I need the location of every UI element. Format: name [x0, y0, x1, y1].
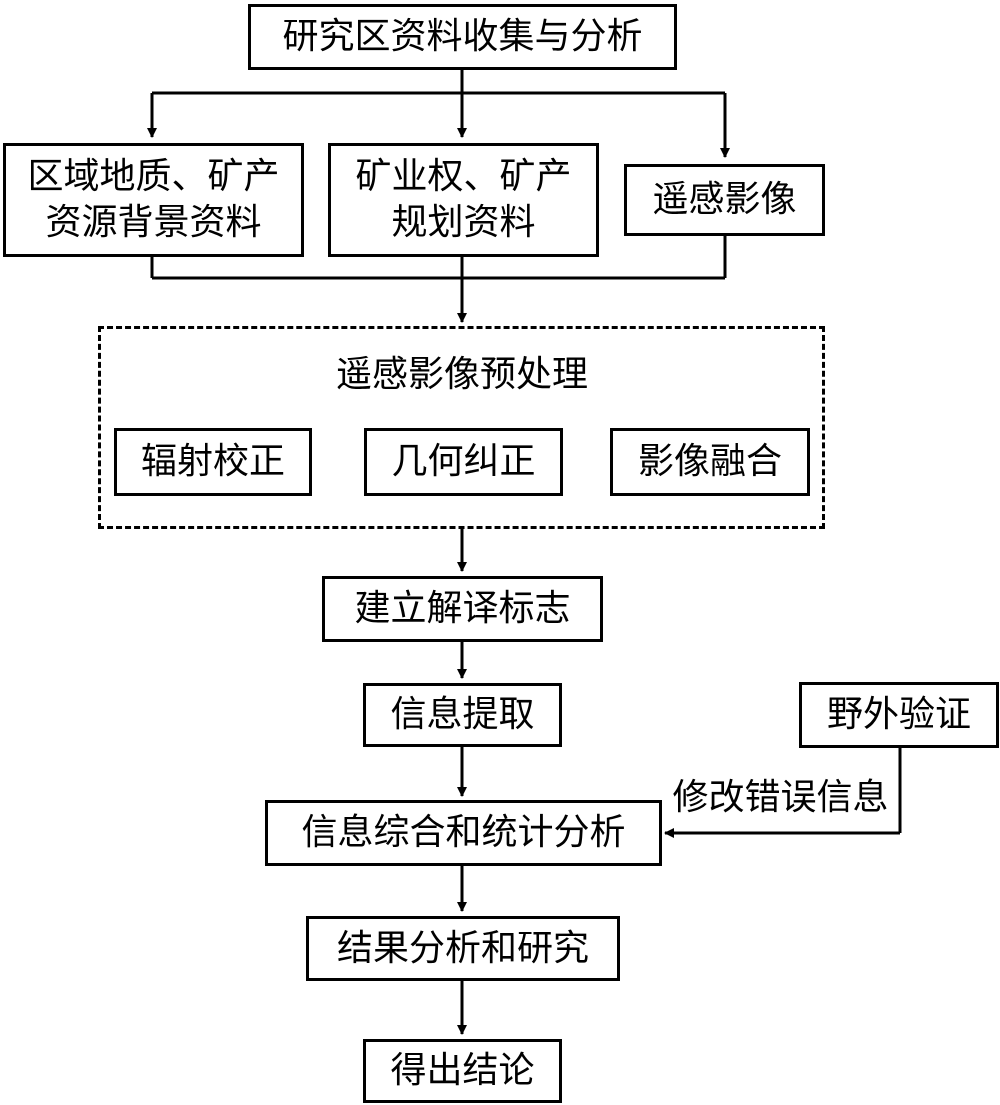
- field-verify-label: 野外验证: [826, 694, 971, 735]
- signs-label: 建立解译标志: [354, 588, 571, 629]
- geology-label-line2: 资源背景资料: [45, 202, 262, 243]
- geometric-box: 几何纠正: [364, 428, 563, 496]
- fusion-box: 影像融合: [610, 428, 810, 496]
- collect-box: 研究区资料收集与分析: [248, 4, 677, 70]
- preprocess-title: 遥感影像预处理: [335, 354, 588, 395]
- preprocess-group: [98, 326, 825, 529]
- radiometric-box: 辐射校正: [114, 428, 312, 496]
- extract-box: 信息提取: [363, 683, 562, 747]
- geology-label-line1: 区域地质、矿产: [27, 156, 280, 197]
- mining-label-line2: 规划资料: [391, 202, 536, 243]
- remote-sensing-box: 遥感影像: [624, 164, 825, 236]
- radiometric-label: 辐射校正: [140, 441, 285, 482]
- result-label: 结果分析和研究: [336, 927, 589, 969]
- signs-box: 建立解译标志: [322, 576, 603, 642]
- collect-label: 研究区资料收集与分析: [282, 16, 643, 57]
- fix-errors-label: 修改错误信息: [672, 777, 889, 818]
- geology-box: 区域地质、矿产 资源背景资料: [3, 143, 304, 257]
- mining-box: 矿业权、矿产 规划资料: [328, 143, 599, 257]
- extract-label: 信息提取: [390, 694, 535, 735]
- mining-label-line1: 矿业权、矿产: [355, 156, 572, 197]
- conclusion-label: 得出结论: [390, 1050, 535, 1091]
- synthesis-label: 信息综合和统计分析: [301, 812, 626, 853]
- geometric-label: 几何纠正: [391, 441, 536, 482]
- remote-sensing-label: 遥感影像: [652, 179, 797, 220]
- conclusion-box: 得出结论: [363, 1039, 562, 1103]
- result-box: 结果分析和研究: [306, 916, 620, 981]
- fusion-label: 影像融合: [637, 441, 782, 482]
- field-verify-box: 野外验证: [799, 682, 999, 748]
- synthesis-box: 信息综合和统计分析: [265, 800, 662, 866]
